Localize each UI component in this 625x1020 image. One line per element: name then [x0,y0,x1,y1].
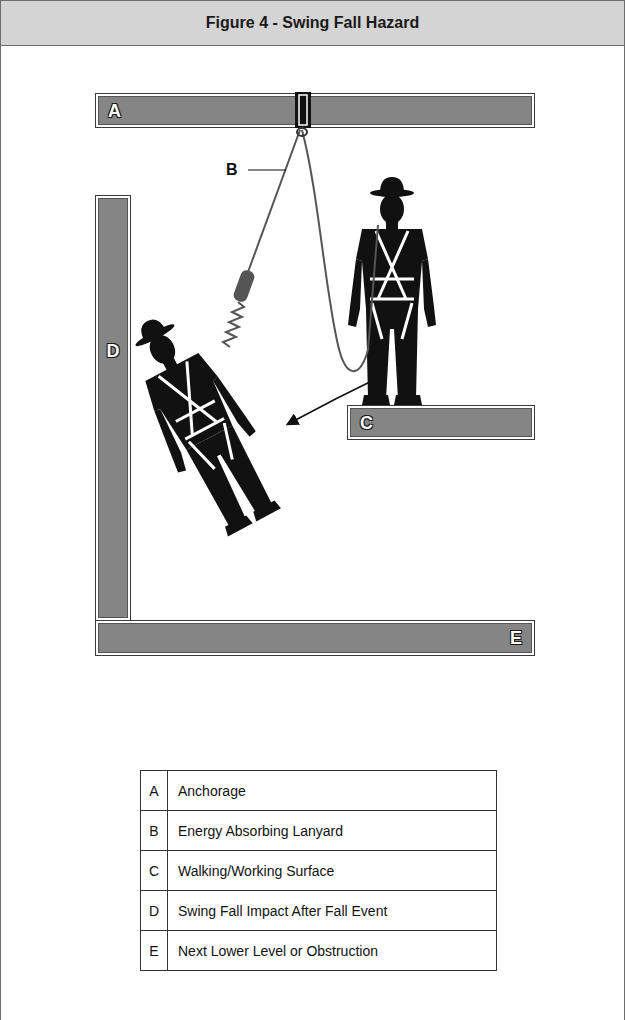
key-cell: E [141,931,168,970]
key-letter: B [149,823,158,839]
part-letter: E [510,629,522,647]
key-description: Energy Absorbing Lanyard [178,823,343,839]
working-surface: C [347,405,535,440]
key-row: E Next Lower Level or Obstruction [141,931,496,970]
lower-level: E [95,620,535,656]
key-row: A Anchorage [141,771,496,811]
key-cell: C [141,851,168,890]
key-description: Walking/Working Surface [178,863,334,879]
lanyard [248,130,300,272]
header-band: Figure 4 - Swing Fall Hazard [1,1,624,46]
d-ring [297,128,307,136]
key-cell: B [141,811,168,850]
part-letter: D [107,342,120,360]
energy-absorber [232,269,256,304]
key-row: D Swing Fall Impact After Fall Event [141,891,496,931]
leader-line [248,170,286,171]
key-letter: A [149,783,158,799]
part-letter: C [360,414,373,432]
key-row: B Energy Absorbing Lanyard [141,811,496,851]
figure-title: Figure 4 - Swing Fall Hazard [206,14,419,32]
falling-worker [109,300,294,543]
key-cell: A [141,771,168,810]
key-letter: E [149,943,158,959]
key-letter: C [149,863,159,879]
part-letter: A [108,102,121,120]
standing-worker [348,177,436,405]
deployed-absorber [223,302,244,347]
anchor-bracket [299,95,307,125]
key-cell: D [141,891,168,930]
key-row: C Walking/Working Surface [141,851,496,891]
callout-letter: B [226,161,238,179]
anchorage-beam: A [95,93,535,128]
lanyard-leg [302,130,378,371]
key-description: Swing Fall Impact After Fall Event [178,903,387,919]
key-description: Next Lower Level or Obstruction [178,943,378,959]
key-cell: Walking/Working Surface [168,851,496,890]
key-letter: D [149,903,159,919]
key-description: Anchorage [178,783,246,799]
key-table: A AnchorageB Energy Absorbing LanyardC Walk… [140,770,497,971]
anchor-bracket [295,92,311,128]
key-cell: Anchorage [168,771,496,810]
key-cell: Swing Fall Impact After Fall Event [168,891,496,930]
key-cell: Next Lower Level or Obstruction [168,931,496,970]
key-cell: Energy Absorbing Lanyard [168,811,496,850]
wall-column: D [95,195,131,621]
